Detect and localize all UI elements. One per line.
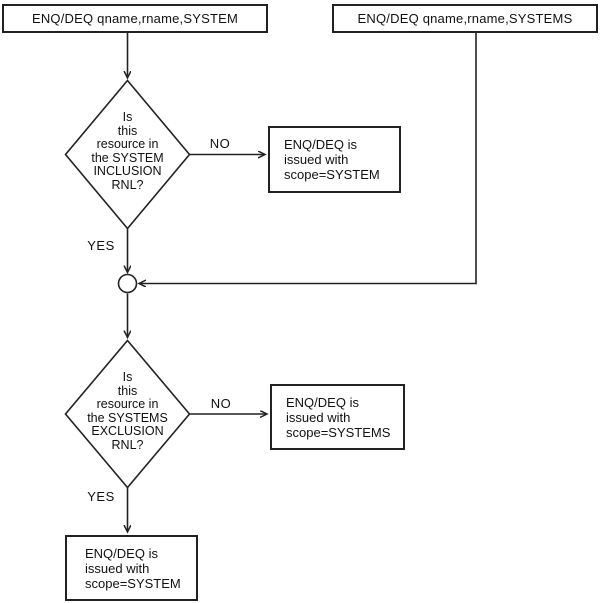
result-line: scope=SYSTEMS [286,424,391,440]
result-line: issued with [284,152,349,167]
arrow-entry-systems-to-junction [139,33,477,284]
result-line: scope=SYSTEM [284,167,380,182]
entry-node-system-label: ENQ/DEQ qname,rname,SYSTEM [31,11,239,26]
decision-line: INCLUSION [93,164,162,178]
decision-line: the SYSTEMS [87,410,168,425]
decision-line: this [117,383,138,398]
edge-label-inclusion-yes: YES [87,238,115,253]
result-line: scope=SYSTEM [85,575,181,591]
result-line: ENQ/DEQ is [284,137,357,152]
decision-line: Is [122,110,133,124]
decision-line: RNL? [111,437,144,452]
result-line: issued with [286,409,351,425]
result-node-exclusion-yes: ENQ/DEQ is issued with scope=SYSTEM [65,535,198,601]
edge-label-inclusion-no: NO [209,136,231,151]
edge-label-exclusion-yes: YES [87,489,115,504]
entry-node-systems-label: ENQ/DEQ qname,rname,SYSTEMS [357,11,573,26]
junction-circle [117,273,138,294]
entry-node-systems: ENQ/DEQ qname,rname,SYSTEMS [332,4,598,33]
decision-line: resource in [96,137,159,151]
decision-exclusion-text: Is this resource in the SYSTEMS EXCLUSIO… [65,370,190,452]
decision-line: EXCLUSION [91,424,164,438]
result-node-inclusion-no: ENQ/DEQ is issued with scope=SYSTEM [268,126,401,193]
result-node-exclusion-no: ENQ/DEQ is issued with scope=SYSTEMS [270,384,405,450]
edge-label-exclusion-no: NO [210,396,232,411]
decision-line: RNL? [111,177,144,192]
result-line: ENQ/DEQ is [286,394,359,410]
result-line: ENQ/DEQ is [85,545,158,561]
decision-inclusion-text: Is this resource in the SYSTEM INCLUSION… [65,110,190,192]
decision-line: Is [122,370,133,384]
decision-line: the SYSTEM [91,150,164,165]
decision-line: resource in [96,397,159,411]
entry-node-system: ENQ/DEQ qname,rname,SYSTEM [2,4,268,33]
decision-line: this [117,123,138,138]
result-line: issued with [85,560,150,576]
